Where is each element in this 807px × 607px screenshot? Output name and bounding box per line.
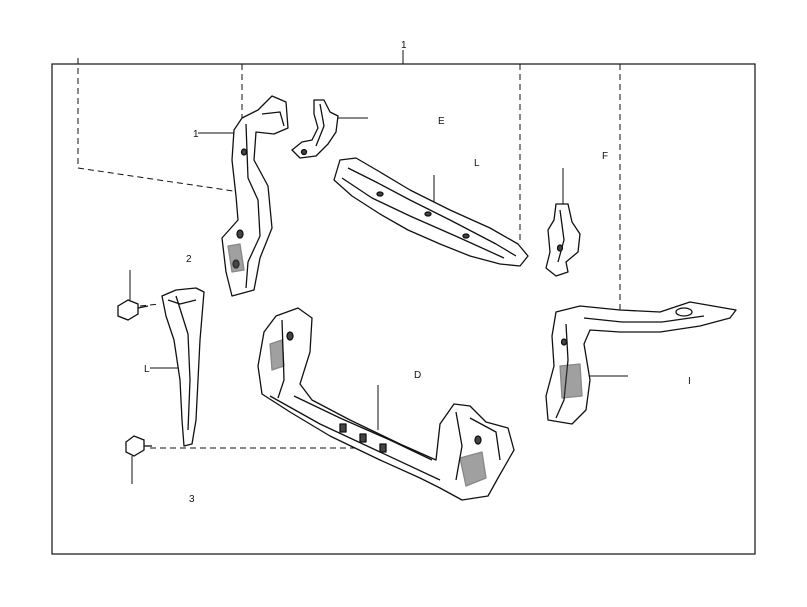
diagram-frame	[51, 63, 756, 555]
callout-label-6: 2	[186, 254, 192, 265]
right-bracket-part	[545, 203, 581, 277]
bolt-upper-part	[117, 299, 149, 321]
callout-label-3: E	[438, 116, 445, 127]
upper-left-pillar-part	[221, 95, 289, 297]
small-bracket-part	[291, 99, 339, 159]
callout-label-4: L	[474, 158, 480, 169]
callout-label-2: 1	[401, 40, 407, 51]
bolt-lower-part	[125, 435, 152, 457]
callout-label-8: D	[414, 370, 421, 381]
callout-label-7: L	[144, 364, 150, 375]
left-lower-pillar-part	[161, 287, 205, 447]
callout-label-9: I	[688, 376, 691, 387]
dashed-leaders	[77, 58, 621, 449]
lower-radiator-support-part	[257, 307, 515, 501]
right-upper-pillar-part	[545, 301, 737, 425]
callout-label-10: 3	[189, 494, 195, 505]
callout-label-1: 1	[193, 129, 199, 140]
callout-label-5: F	[602, 151, 608, 162]
upper-cross-support-part	[333, 157, 529, 267]
